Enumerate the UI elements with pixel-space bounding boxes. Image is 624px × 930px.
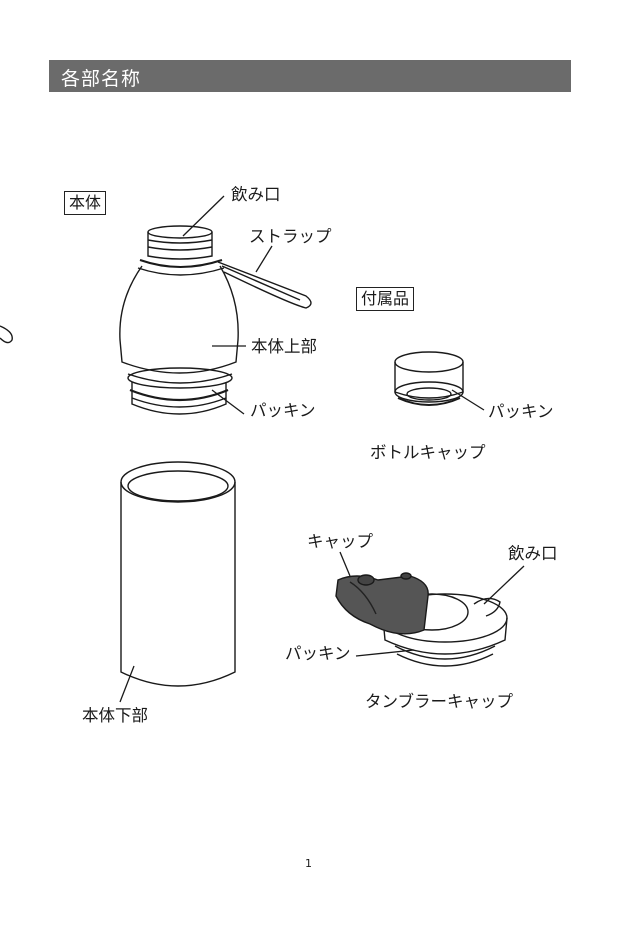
label-bottle-cap: ボトルキャップ — [370, 443, 486, 463]
label-strap: ストラップ — [249, 227, 332, 247]
section-label-body: 本体 — [64, 191, 106, 215]
tumbler-cap-drawing — [336, 573, 507, 666]
label-tumbler-packing: パッキン — [285, 644, 351, 664]
label-body-lower: 本体下部 — [82, 706, 148, 726]
label-cap: キャップ — [307, 532, 373, 552]
label-body-mouth: 飲み口 — [231, 185, 281, 205]
page-number: 1 — [305, 857, 312, 870]
bottle-cap-drawing — [395, 352, 463, 405]
label-body-packing: パッキン — [250, 401, 316, 421]
label-body-upper: 本体上部 — [251, 337, 317, 357]
body-lower-drawing — [121, 462, 235, 686]
clip-fragment — [0, 326, 12, 343]
label-bottle-packing: パッキン — [488, 402, 554, 422]
body-upper-drawing — [120, 226, 311, 414]
label-tumbler-mouth: 飲み口 — [508, 544, 558, 564]
section-label-accessories: 付属品 — [356, 287, 414, 311]
label-tumbler-cap: タンブラーキャップ — [365, 692, 513, 712]
